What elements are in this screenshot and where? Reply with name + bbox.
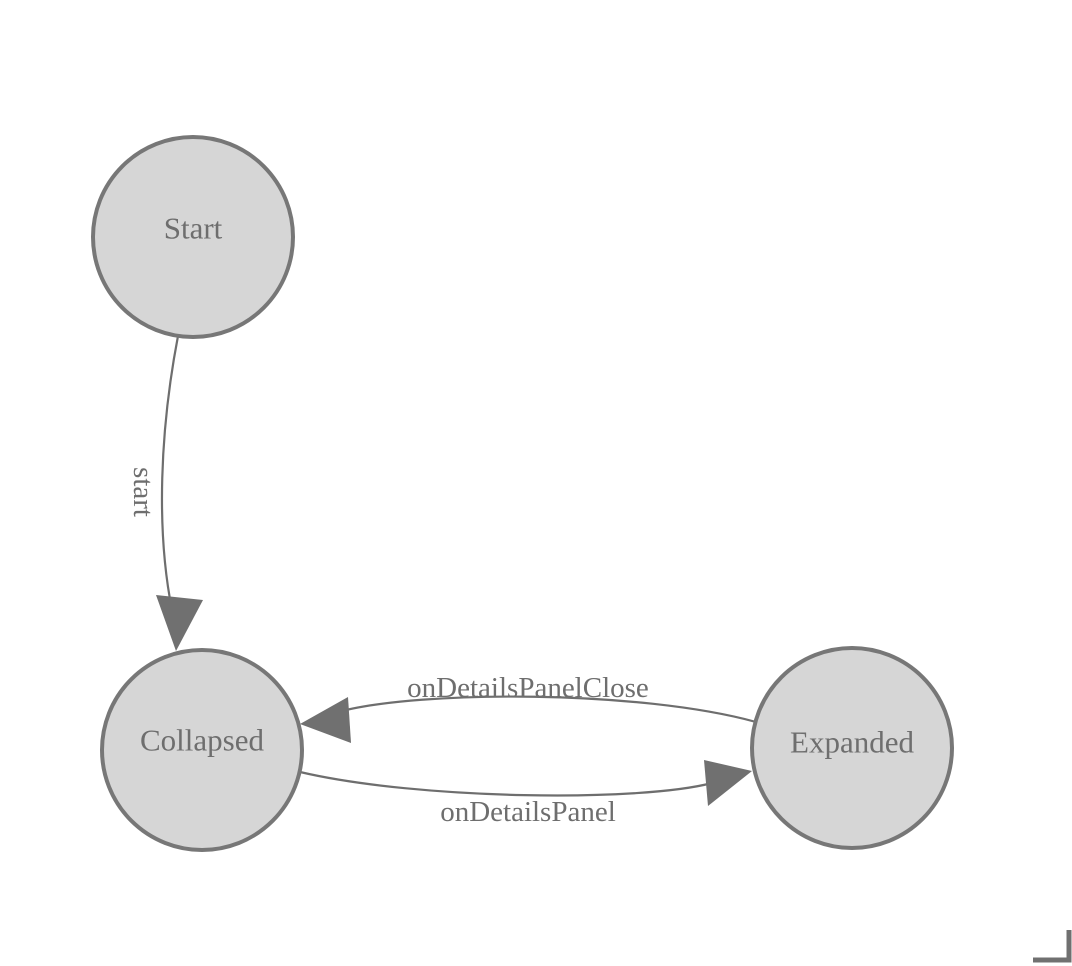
edge-label-on-details-panel-close: onDetailsPanelClose	[407, 672, 649, 704]
edge-label-on-details-panel: onDetailsPanel	[440, 796, 616, 828]
edge-collapsed-to-expanded[interactable]	[299, 760, 752, 806]
edge-collapsed-to-expanded-path	[299, 770, 713, 797]
node-expanded-label: Expanded	[790, 725, 914, 760]
arrowhead-into-expanded	[704, 760, 752, 806]
edge-expanded-to-collapsed[interactable]	[300, 695, 757, 743]
node-collapsed-circle	[100, 648, 304, 852]
node-collapsed[interactable]: Collapsed	[100, 648, 304, 852]
node-start[interactable]: Start	[91, 135, 295, 339]
node-start-circle	[91, 135, 295, 339]
edge-expanded-to-collapsed-path	[337, 695, 757, 724]
edge-label-start: start	[127, 467, 159, 517]
frame-corner-bracket	[1033, 930, 1072, 963]
arrowhead-into-collapsed	[156, 595, 203, 651]
node-start-label: Start	[164, 211, 223, 246]
node-collapsed-label: Collapsed	[140, 723, 264, 758]
node-expanded-circle	[750, 646, 954, 850]
arrowhead-into-collapsed-left	[300, 697, 351, 743]
node-expanded[interactable]: Expanded	[750, 646, 954, 850]
edge-start-to-collapsed-path	[160, 335, 180, 611]
edge-start-to-collapsed[interactable]	[156, 335, 203, 651]
